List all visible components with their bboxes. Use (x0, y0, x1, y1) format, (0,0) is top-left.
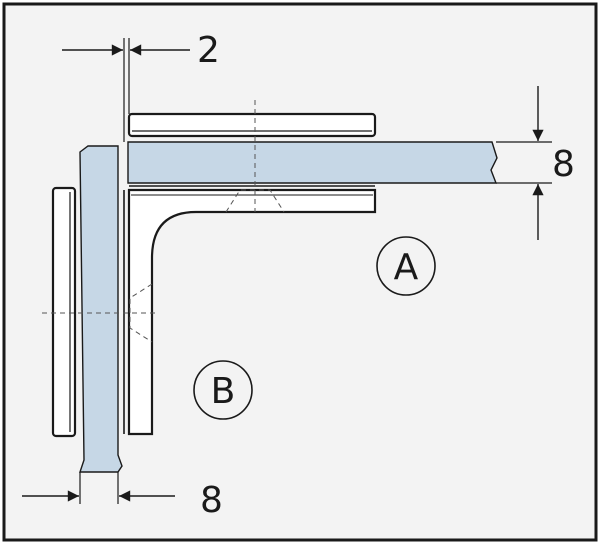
dimension-glass-b-value: 8 (200, 480, 223, 521)
dimension-glass-a (496, 86, 552, 240)
label-a: A (394, 247, 419, 288)
dimension-glass-a-value: 8 (552, 144, 575, 185)
dimension-gap (62, 38, 190, 142)
l-bracket (127, 188, 377, 436)
dimension-gap-value: 2 (197, 30, 220, 71)
clamp-plate-left (51, 186, 77, 438)
clamp-plate-top (127, 112, 377, 138)
label-b: B (211, 371, 236, 412)
glass-panel-a (127, 141, 498, 184)
glass-panel-b (79, 145, 123, 473)
label-b-circle (193, 360, 253, 420)
dimension-glass-b (22, 472, 175, 504)
label-a-circle (376, 236, 436, 296)
hidden-bolt-lines (42, 100, 285, 343)
